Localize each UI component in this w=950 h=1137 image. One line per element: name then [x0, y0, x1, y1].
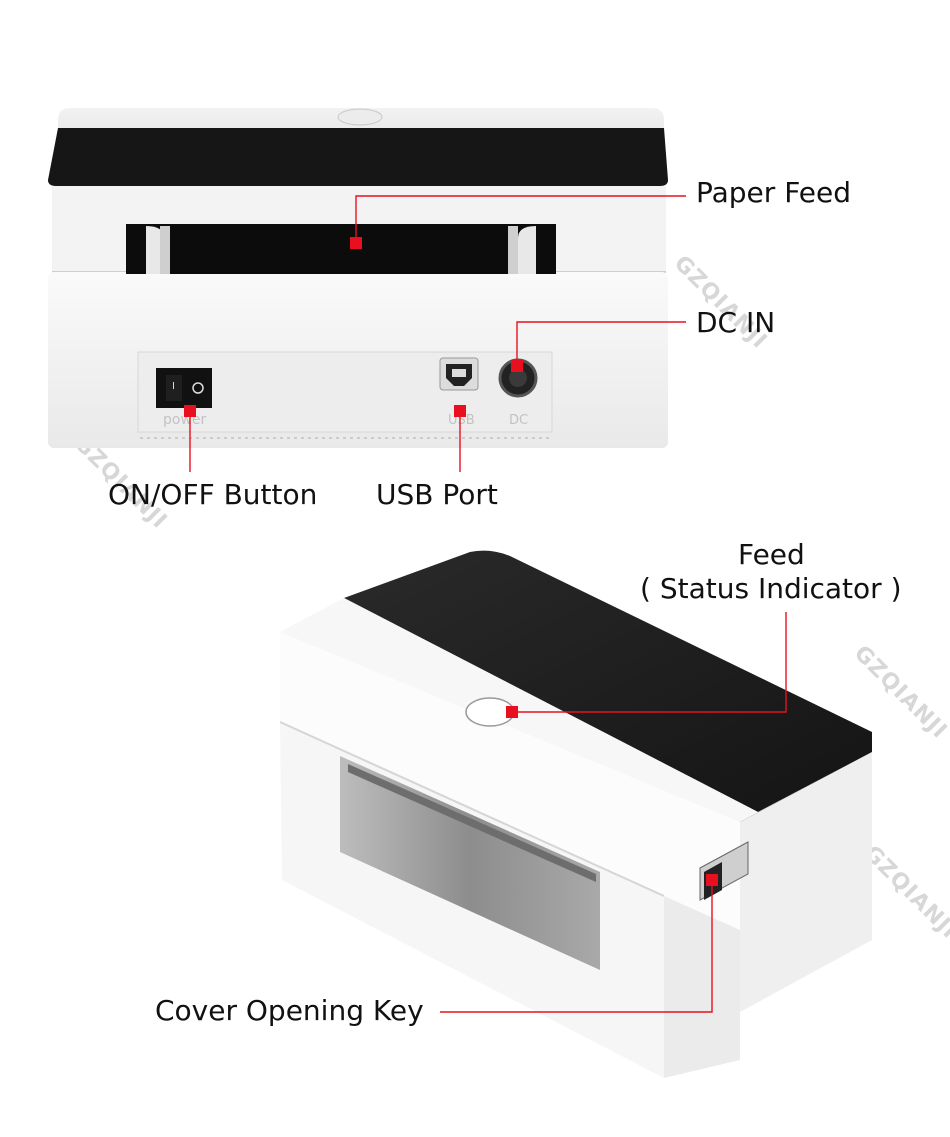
callout-status-indicator: ( Status Indicator ): [640, 572, 902, 605]
printer-front-view: [279, 550, 872, 1078]
callout-usb-port: USB Port: [376, 478, 498, 511]
leader-lines-bottom: [440, 612, 787, 1013]
printer-rear-view: I power USB DC: [48, 108, 668, 448]
marker-paper-feed: [350, 237, 362, 249]
svg-text:I: I: [172, 381, 175, 392]
callout-feed: Feed: [738, 538, 805, 571]
callout-on-off-button: ON/OFF Button: [108, 478, 318, 511]
callout-dc-in: DC IN: [696, 306, 776, 339]
marker-usb: [454, 405, 466, 417]
marker-feed-status: [506, 706, 518, 718]
callout-paper-feed: Paper Feed: [696, 176, 851, 209]
panel-label-dc: DC: [509, 413, 528, 428]
leader-lines-top: [189, 195, 686, 472]
marker-on-off: [184, 405, 196, 417]
marker-dc-in: [511, 360, 523, 372]
callout-cover-opening-key: Cover Opening Key: [155, 994, 424, 1027]
marker-cover-opening-key: [706, 874, 718, 886]
